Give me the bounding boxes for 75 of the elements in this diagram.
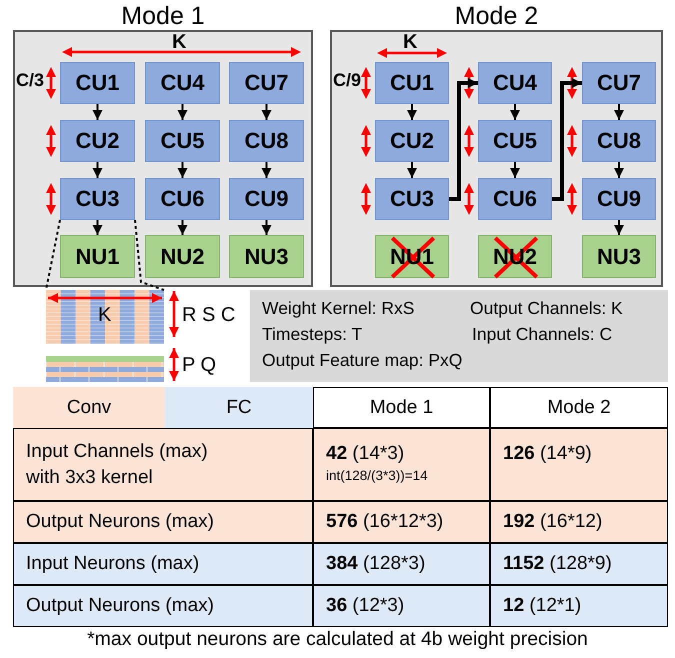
compute-unit-box: CU1 bbox=[375, 62, 449, 104]
compute-unit-box: CU9 bbox=[229, 178, 304, 220]
dimension-label: R S C bbox=[182, 304, 236, 327]
info-text: Output Feature map: PxQ bbox=[262, 350, 462, 371]
info-text: Input Channels: C bbox=[472, 324, 612, 345]
compute-unit-box: CU8 bbox=[582, 120, 656, 162]
legend-key: Conv bbox=[13, 387, 165, 428]
arrow bbox=[614, 220, 624, 235]
arrow bbox=[92, 104, 102, 120]
arrow bbox=[262, 104, 272, 120]
table-cell: Input Neurons (max) bbox=[13, 543, 313, 585]
arrow bbox=[449, 78, 478, 201]
info-box bbox=[250, 290, 668, 382]
arrow bbox=[552, 78, 582, 201]
arrow bbox=[510, 104, 520, 120]
compute-unit-box: CU4 bbox=[478, 62, 552, 104]
neuron-unit-box: NU3 bbox=[229, 235, 304, 278]
table-cell: 36 (12*3) bbox=[313, 585, 490, 627]
compute-unit-box: CU7 bbox=[582, 62, 656, 104]
info-text: Timesteps: T bbox=[262, 324, 362, 345]
zoom-line bbox=[134, 220, 164, 291]
neuron-unit-box: NU2 bbox=[145, 235, 220, 278]
table-cell: Input Channels (max) with 3x3 kernel bbox=[13, 428, 313, 501]
compute-unit-box: CU6 bbox=[478, 178, 552, 220]
info-text: Output Channels: K bbox=[470, 298, 623, 319]
legend-key: FC bbox=[165, 387, 313, 428]
arrow bbox=[407, 104, 417, 120]
table-cell: 126 (14*9) bbox=[490, 428, 668, 501]
panel-title: Mode 1 bbox=[121, 2, 205, 31]
compute-unit-box: CU3 bbox=[375, 178, 449, 220]
table-cell: Mode 1 bbox=[313, 387, 490, 428]
cell-note: int(128/(3*3))=14 bbox=[326, 466, 428, 485]
compute-unit-box: CU2 bbox=[60, 120, 135, 162]
arrow bbox=[407, 162, 417, 178]
compute-unit-box: CU9 bbox=[582, 178, 656, 220]
compute-unit-box: CU6 bbox=[145, 178, 220, 220]
table-cell: 576 (16*12*3) bbox=[313, 501, 490, 543]
table-cell: 1152 (128*9) bbox=[490, 543, 668, 585]
info-text: Weight Kernel: RxS bbox=[262, 298, 414, 319]
dimension-label: C/9 bbox=[333, 70, 362, 91]
table-cell: Output Neurons (max) bbox=[13, 501, 313, 543]
table-cell: 192 (16*12) bbox=[490, 501, 668, 543]
cell-value: 42 (14*3) bbox=[326, 442, 404, 466]
table-cell: Mode 2 bbox=[490, 387, 668, 428]
arrow bbox=[510, 162, 520, 178]
arrow bbox=[262, 220, 272, 235]
arrow bbox=[262, 162, 272, 178]
table-cell: Output Neurons (max) bbox=[13, 585, 313, 627]
compute-unit-box: CU4 bbox=[145, 62, 220, 104]
compute-unit-box: CU1 bbox=[60, 62, 135, 104]
compute-unit-box: CU2 bbox=[375, 120, 449, 162]
footnote: *max output neurons are calculated at 4b weight precision bbox=[86, 628, 589, 651]
arrow bbox=[614, 104, 624, 120]
arrow bbox=[178, 162, 188, 178]
arrow bbox=[92, 162, 102, 178]
dimension-label: C/3 bbox=[16, 70, 44, 91]
dimension-label: K bbox=[98, 304, 112, 327]
neuron-unit-box: NU1 bbox=[60, 235, 135, 278]
compute-unit-box: CU7 bbox=[229, 62, 304, 104]
zoom-line bbox=[45, 220, 61, 290]
compute-unit-box: CU5 bbox=[145, 120, 220, 162]
table-cell: 12 (12*1) bbox=[490, 585, 668, 627]
compute-unit-box: CU5 bbox=[478, 120, 552, 162]
arrow bbox=[92, 220, 102, 235]
table-cell: 384 (128*3) bbox=[313, 543, 490, 585]
dimension-label: K bbox=[403, 31, 418, 54]
arrow bbox=[178, 220, 188, 235]
compute-unit-box: CU8 bbox=[229, 120, 304, 162]
arrow bbox=[178, 104, 188, 120]
neuron-unit-box: NU3 bbox=[582, 235, 656, 278]
arrow bbox=[614, 162, 624, 178]
dimension-label: P Q bbox=[182, 354, 216, 377]
compute-unit-box: CU3 bbox=[60, 178, 135, 220]
panel-title: Mode 2 bbox=[454, 2, 538, 31]
dimension-label: K bbox=[172, 31, 186, 54]
